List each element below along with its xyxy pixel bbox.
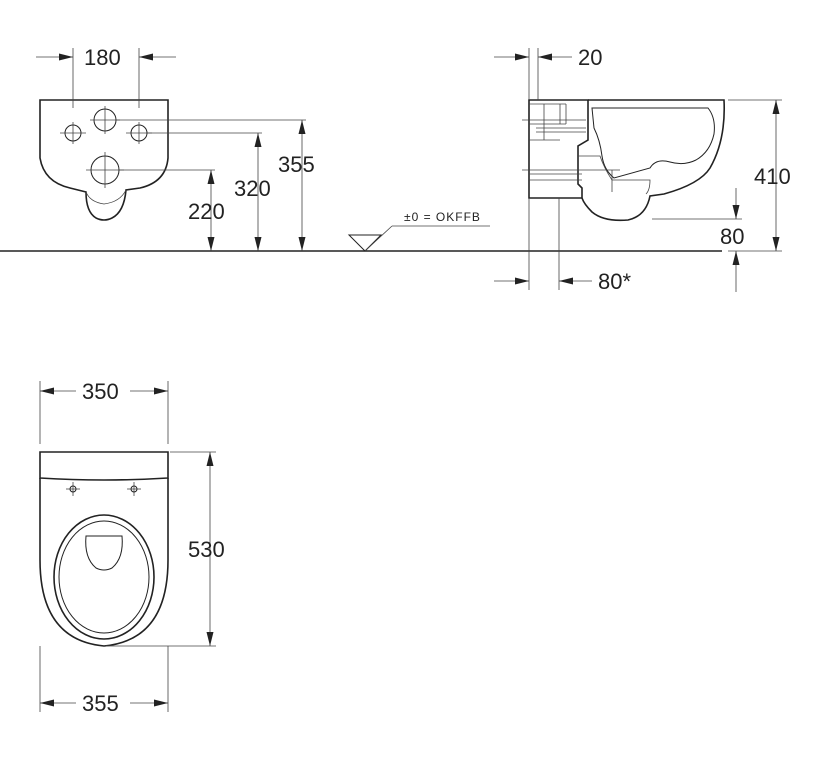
top-view-seat-ring-outer bbox=[53, 514, 155, 640]
dim-hole-spacing-label: 180 bbox=[84, 45, 121, 70]
side-view-mounting-block bbox=[528, 99, 589, 199]
top-view-hinge-hole-left bbox=[69, 485, 77, 493]
floor-reference-label: ±0 = OKFFB bbox=[404, 210, 481, 224]
top-view bbox=[39, 381, 216, 712]
top-view-seat-hinge-plate bbox=[39, 451, 169, 481]
front-view bbox=[36, 48, 306, 251]
dim-length-label: 530 bbox=[188, 537, 225, 562]
top-view-drain-opening bbox=[85, 535, 123, 571]
dim-width-top-label: 350 bbox=[82, 379, 119, 404]
side-view-bowl-outline bbox=[581, 99, 726, 222]
side-view bbox=[494, 48, 782, 292]
front-view-bowl-outline bbox=[39, 99, 169, 221]
side-view-inner-bowl bbox=[591, 107, 715, 179]
dim-wall-depth-label: 80* bbox=[598, 269, 631, 294]
top-view-bowl-outline bbox=[39, 478, 169, 647]
top-view-hinge-hole-right bbox=[130, 485, 138, 493]
dim-height-lower-label: 220 bbox=[188, 199, 225, 224]
dim-wall-offset-label: 20 bbox=[578, 45, 602, 70]
dim-height-upper-label: 355 bbox=[278, 152, 315, 177]
dim-height-middle-label: 320 bbox=[234, 176, 271, 201]
side-view-trapway bbox=[578, 155, 651, 195]
front-view-outlet-contour bbox=[85, 189, 127, 205]
dim-width-bottom-label: 355 bbox=[82, 691, 119, 716]
dim-total-height-label: 410 bbox=[754, 164, 791, 189]
floor-reference-symbol bbox=[347, 225, 490, 252]
top-view-seat-ring-inner bbox=[58, 520, 150, 634]
dim-bottom-clearance-label: 80 bbox=[720, 224, 744, 249]
